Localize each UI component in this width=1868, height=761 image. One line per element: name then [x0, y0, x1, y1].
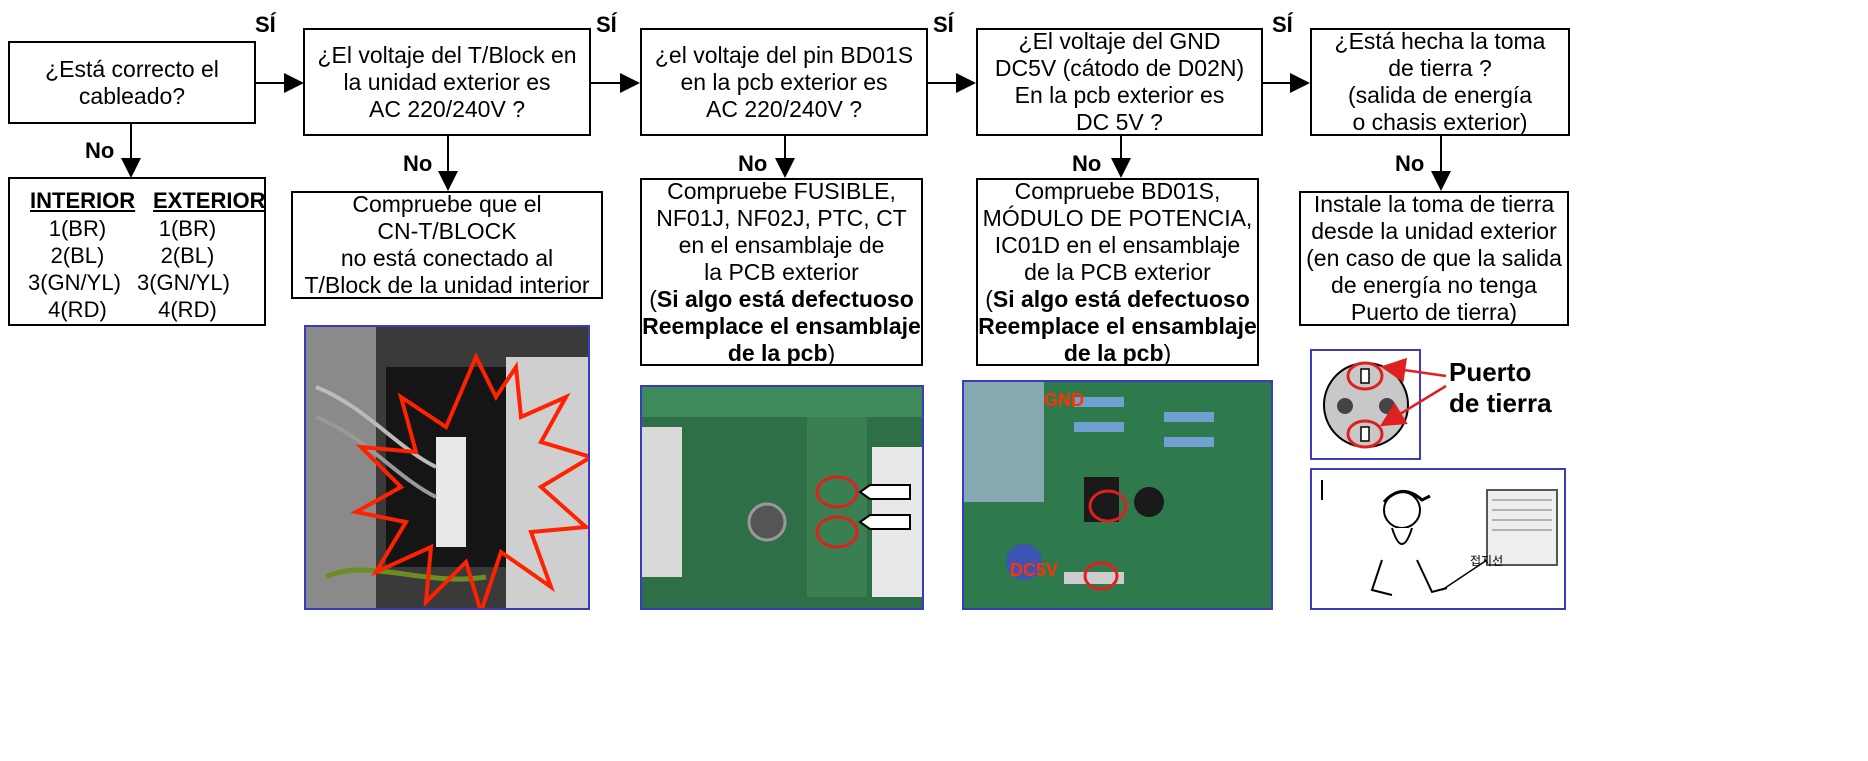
- no-label-4: No: [1072, 151, 1102, 176]
- dc5v-label: DC5V: [1010, 560, 1059, 580]
- yes-label-3: SÍ: [933, 12, 954, 37]
- ground-port-label: Puerto de tierra: [1449, 357, 1552, 418]
- photo-tblock: [304, 325, 590, 610]
- action-check-bd01s: Compruebe BD01S,MÓDULO DE POTENCIA,IC01D…: [976, 178, 1259, 366]
- burst-highlight: [350, 352, 588, 608]
- no-label-5: No: [1395, 151, 1425, 176]
- yes-label-1: SÍ: [255, 12, 276, 37]
- no-label-1: No: [85, 138, 115, 163]
- no-label-3: No: [738, 151, 768, 176]
- photo-grounding-illustration: 접지선: [1310, 468, 1566, 610]
- photo-dc5v-pcb: GND DC5V: [962, 380, 1273, 610]
- korean-label: 접지선: [1470, 554, 1504, 568]
- gnd-label: GND: [1044, 390, 1084, 410]
- yes-label-2: SÍ: [596, 12, 617, 37]
- no-label-2: No: [403, 151, 433, 176]
- table-header-interior: INTERIOR: [30, 188, 136, 213]
- yes-label-4: SÍ: [1272, 12, 1293, 37]
- photo-bd01s-pcb: [640, 385, 924, 610]
- wiring-table: INTERIOR EXTERIOR 1(BR) 2(BL) 3(GN/YL) 4…: [8, 177, 266, 326]
- table-header-exterior: EXTERIOR: [153, 188, 266, 213]
- table-col-interior: 1(BR) 2(BL) 3(GN/YL) 4(RD): [28, 216, 121, 322]
- table-col-exterior: 1(BR) 2(BL) 3(GN/YL) 4(RD): [137, 216, 230, 322]
